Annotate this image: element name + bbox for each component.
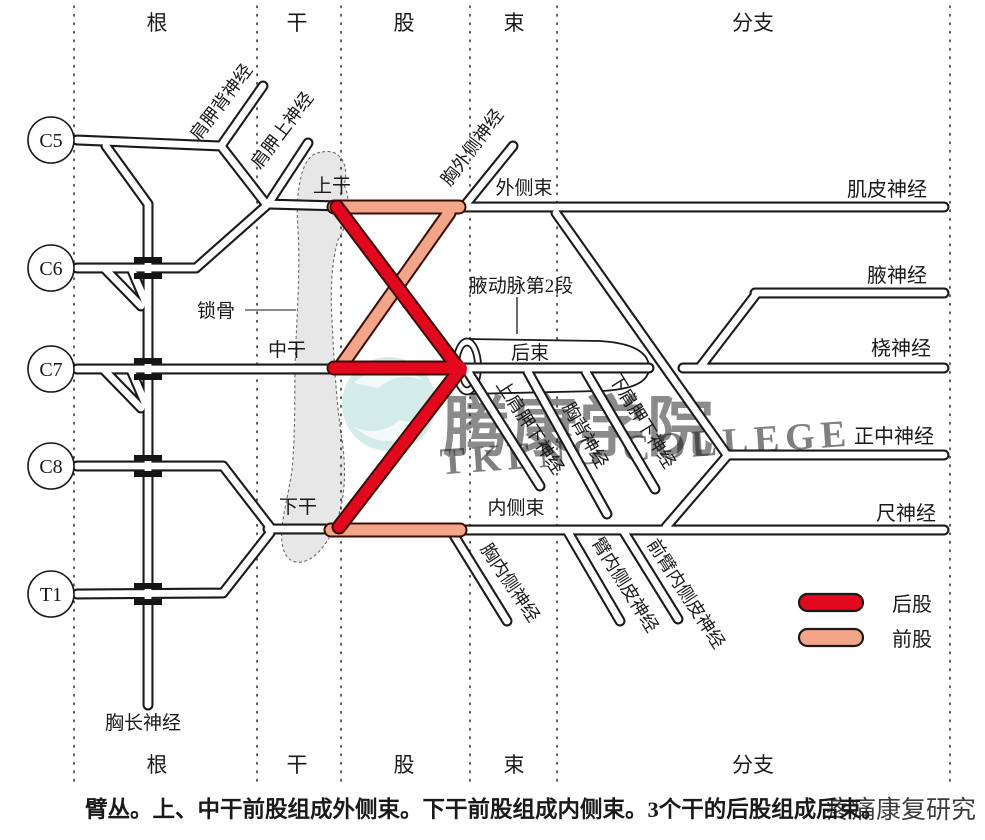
label-middle-trunk: 中干 bbox=[268, 339, 306, 361]
label-axillary-nerve: 腋神经 bbox=[867, 264, 927, 287]
label-musculocutaneous-nerve: 肌皮神经 bbox=[847, 178, 927, 201]
label-lateral-pectoral-nerve: 胸外侧神经 bbox=[437, 105, 507, 189]
watermark-corner-text: 疼痛康复研究 bbox=[826, 796, 976, 824]
root-label: T1 bbox=[40, 584, 62, 606]
stage-label-branches: 分支 bbox=[732, 11, 774, 35]
watermark-center: 腾康学院 TKENG COLLEGE bbox=[342, 357, 853, 483]
label-medial-cord: 内侧束 bbox=[487, 497, 544, 519]
column-guides bbox=[73, 5, 951, 783]
structure-labels: 上干 中干 下干 锁骨 外侧束 后束 内侧束 腋动脉第2段 胸长神经 bbox=[105, 175, 573, 734]
stage-label-cords: 束 bbox=[504, 753, 525, 777]
stage-label-roots: 根 bbox=[147, 753, 168, 777]
terminal-nerve-labels: 肌皮神经 腋神经 桡神经 正中神经 尺神经 bbox=[847, 178, 936, 525]
stage-labels-top: 根 干 股 束 分支 bbox=[147, 11, 775, 35]
figure-caption: 臂丛。上、中干前股组成外侧束。下干前股组成内侧束。3个干的后股组成后束。 bbox=[85, 796, 884, 822]
root-label: C6 bbox=[39, 258, 62, 280]
label-posterior-cord: 后束 bbox=[511, 342, 549, 364]
legend: 后股 前股 bbox=[797, 592, 932, 651]
clavicle-shape bbox=[281, 150, 349, 563]
legend-swatch-anterior-division bbox=[797, 627, 865, 648]
posterior-divisions bbox=[326, 199, 467, 535]
stage-label-trunks: 干 bbox=[287, 11, 308, 35]
label-radial-nerve: 桡神经 bbox=[871, 337, 931, 360]
root-nodes: C5 C6 C7 C8 T1 bbox=[27, 116, 75, 618]
label-ulnar-nerve: 尺神经 bbox=[876, 502, 936, 525]
crossing-ticks bbox=[134, 257, 162, 605]
label-median-nerve: 正中神经 bbox=[854, 425, 934, 448]
stage-label-divisions: 股 bbox=[394, 11, 415, 35]
legend-label-anterior-division: 前股 bbox=[892, 628, 932, 651]
legend-label-posterior-division: 后股 bbox=[892, 593, 932, 616]
label-upper-trunk: 上干 bbox=[313, 175, 351, 197]
root-node-c7: C7 bbox=[27, 345, 75, 393]
root-label: C8 bbox=[39, 456, 62, 478]
posterior-cord-junction bbox=[451, 361, 467, 377]
label-lateral-cord: 外侧束 bbox=[495, 177, 552, 199]
stage-label-divisions: 股 bbox=[394, 753, 415, 777]
root-label: C7 bbox=[39, 359, 62, 381]
label-lower-trunk: 下干 bbox=[279, 497, 317, 518]
legend-swatch-posterior-division bbox=[797, 592, 865, 613]
label-axillary-artery: 腋动脉第2段 bbox=[469, 275, 574, 297]
stage-label-branches: 分支 bbox=[732, 753, 774, 777]
root-node-c6: C6 bbox=[27, 244, 75, 292]
root-node-c5: C5 bbox=[27, 116, 75, 164]
root-label: C5 bbox=[39, 130, 62, 152]
stage-label-trunks: 干 bbox=[287, 753, 308, 777]
root-node-t1: T1 bbox=[27, 570, 75, 618]
label-clavicle: 锁骨 bbox=[197, 300, 235, 322]
root-node-c8: C8 bbox=[27, 442, 75, 490]
stage-label-cords: 束 bbox=[504, 11, 525, 35]
label-long-thoracic-nerve: 胸长神经 bbox=[105, 712, 181, 734]
stage-label-roots: 根 bbox=[147, 11, 168, 35]
stage-labels-bottom: 根 干 股 束 分支 bbox=[147, 753, 775, 777]
